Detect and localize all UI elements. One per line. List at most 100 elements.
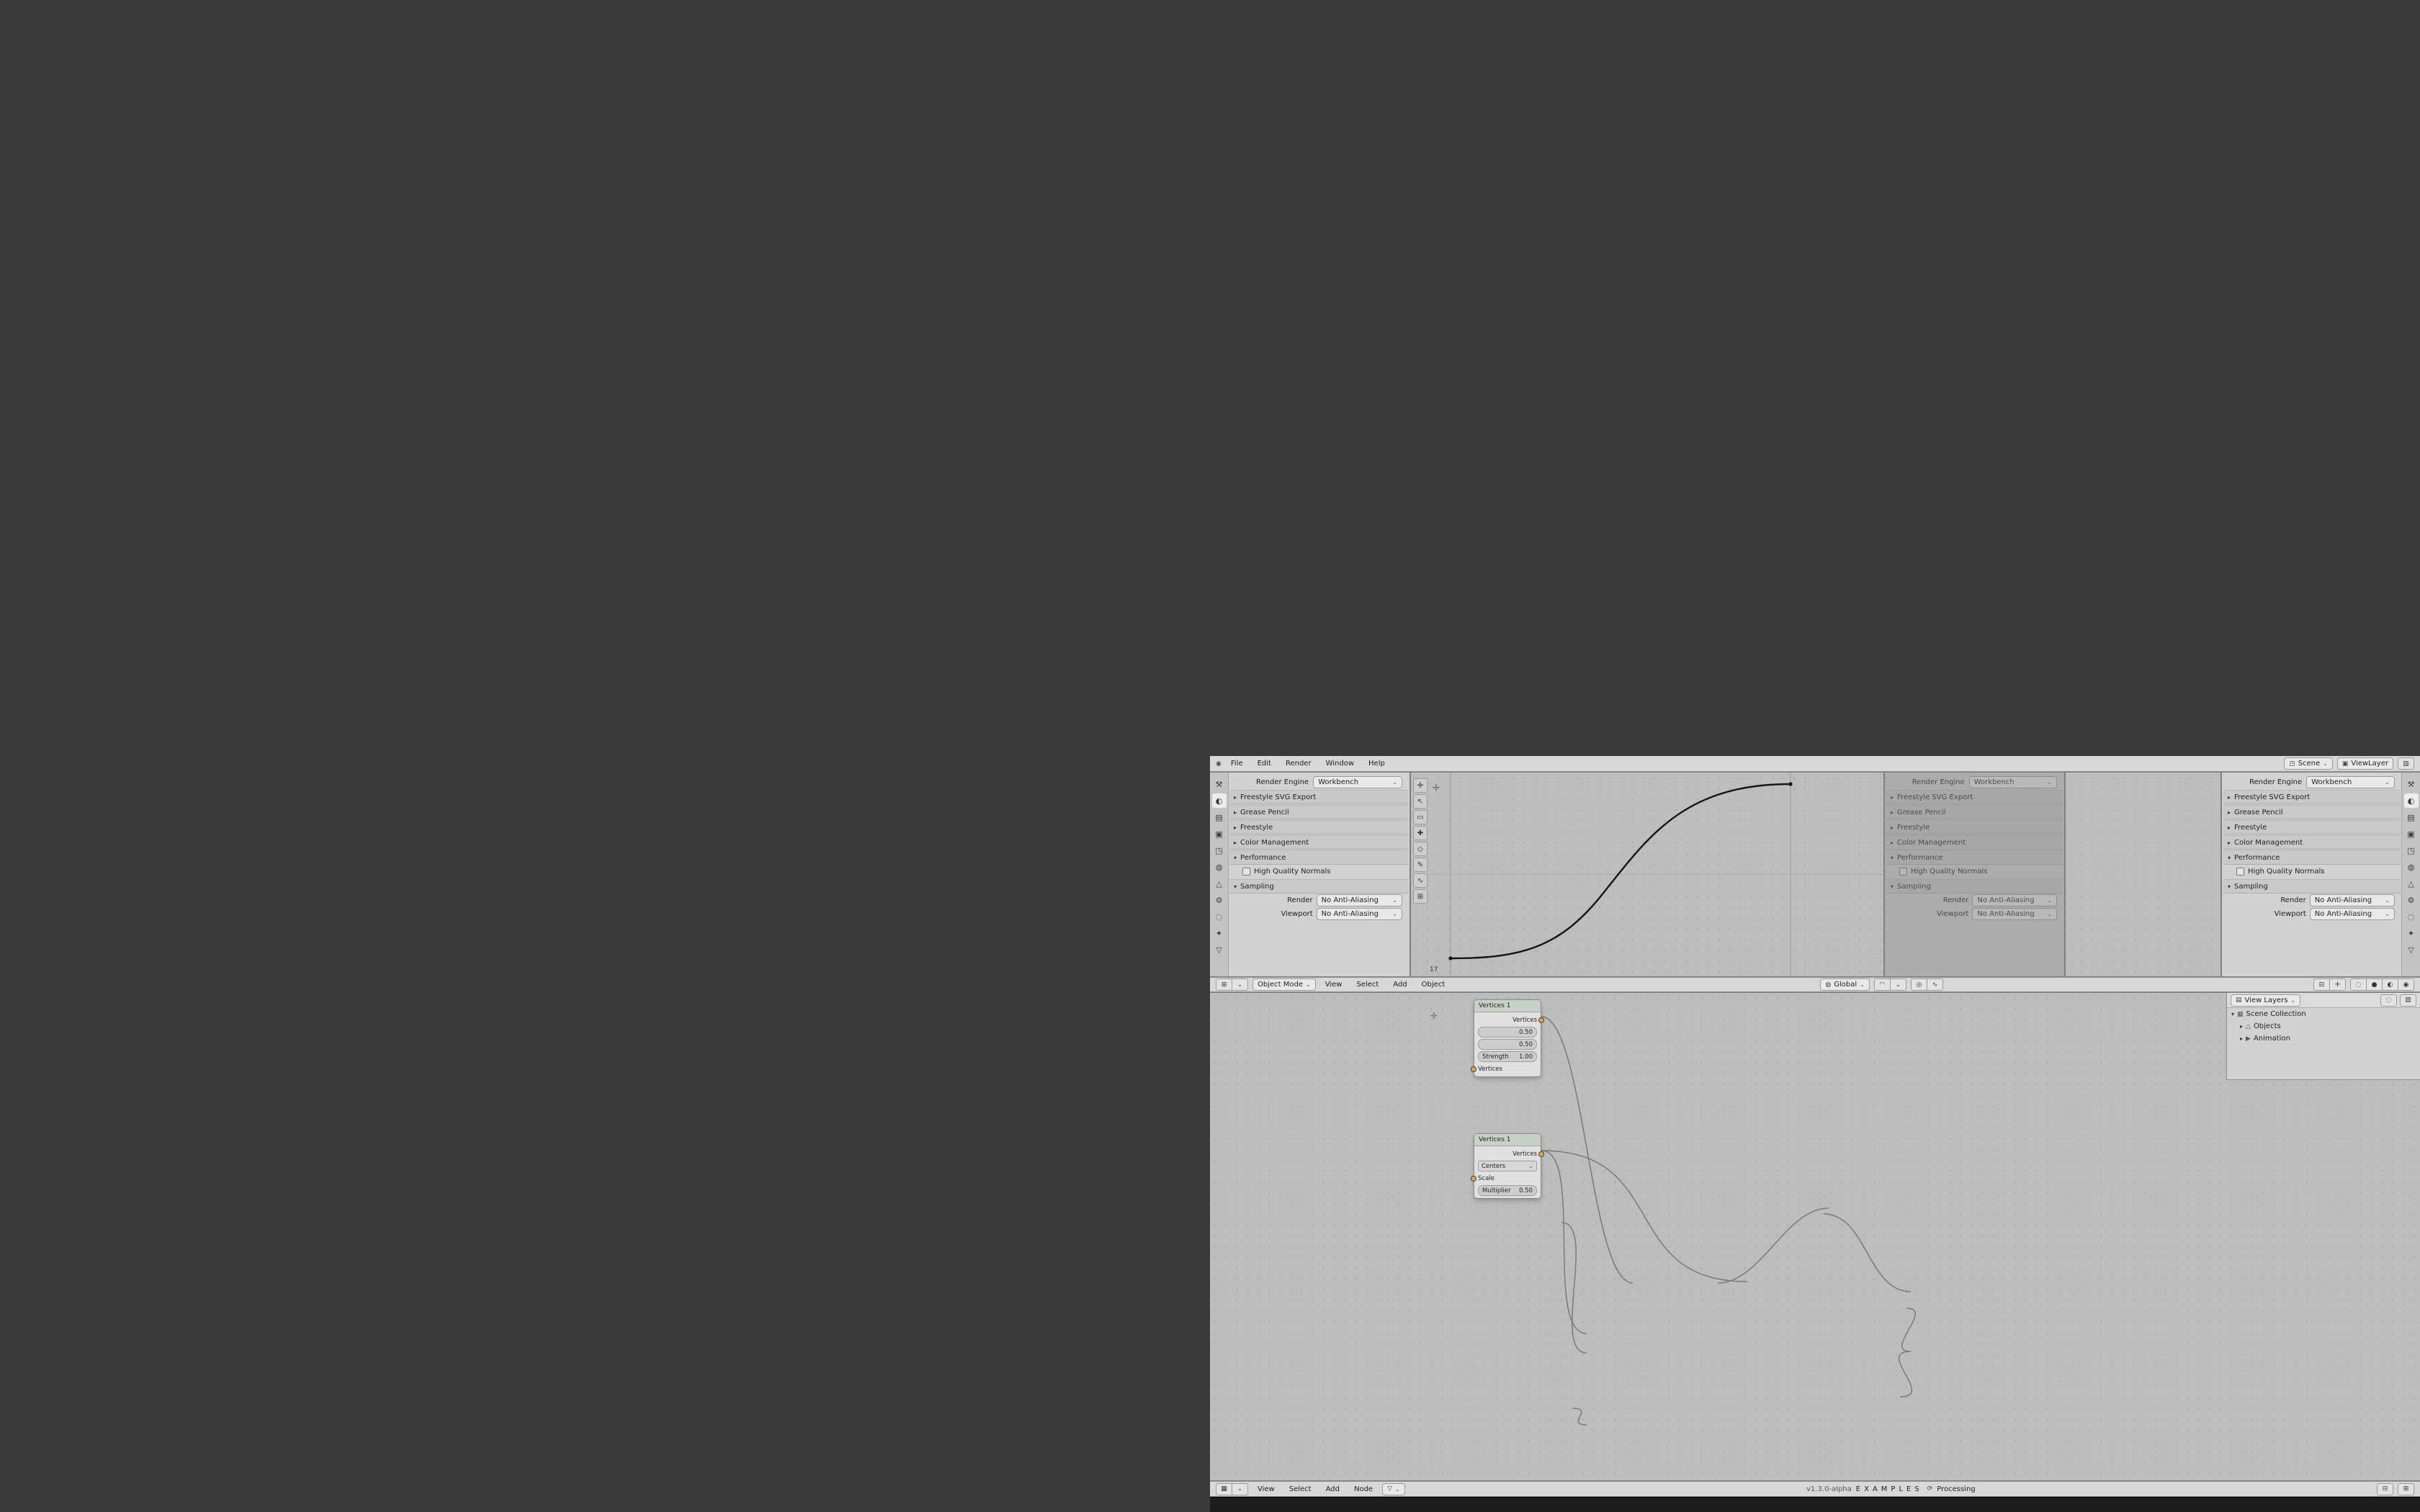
socket-output[interactable]: [1538, 1151, 1544, 1157]
cursor-tool-icon[interactable]: ✛: [1413, 778, 1428, 793]
menu-select[interactable]: Select: [1356, 981, 1379, 989]
socket-input[interactable]: [1471, 1066, 1476, 1072]
aa-dropdown[interactable]: No Anti-Aliasing⌄: [1316, 894, 1402, 906]
output-tab-icon[interactable]: ▤: [1215, 812, 1223, 822]
node-editor-icon[interactable]: ▦: [1216, 1482, 1232, 1495]
menu-add[interactable]: Add: [1325, 1485, 1340, 1493]
outliner-row[interactable]: ▸△Objects: [2227, 1020, 2420, 1032]
filter-icon[interactable]: ▥: [2398, 757, 2414, 770]
editor-type-switcher[interactable]: ▦ ⌄: [1216, 1482, 1248, 1495]
view-layer-selector[interactable]: ▣ ViewLayer: [2336, 757, 2393, 770]
empty-node-area[interactable]: [2066, 773, 2220, 976]
properties-section-sampling[interactable]: ▾Sampling: [2223, 879, 2401, 894]
menu-node[interactable]: Node: [1353, 1485, 1373, 1493]
menu-add[interactable]: Add: [1393, 981, 1407, 989]
physics-tab-icon[interactable]: ◌: [2407, 912, 2415, 922]
properties-section-performance[interactable]: ▾Performance: [1886, 850, 2063, 865]
tool-tab-icon[interactable]: ⚒: [2407, 779, 2415, 789]
node-header[interactable]: Vertices 1: [1474, 1134, 1541, 1146]
dropdown-field[interactable]: Centers⌄: [1478, 1161, 1537, 1171]
menu-file[interactable]: File: [1230, 760, 1243, 768]
object-tab-icon[interactable]: △: [1216, 878, 1222, 888]
aa-dropdown[interactable]: No Anti-Aliasing⌄: [2309, 908, 2395, 920]
material-shading-icon[interactable]: ◐: [2383, 978, 2398, 991]
blender-logo-icon[interactable]: ◉: [1216, 760, 1222, 768]
properties-section-collapsed[interactable]: ▸Grease Pencil: [2223, 805, 2401, 819]
shading-mode-switch[interactable]: ◌ ● ◐ ◉: [2350, 978, 2414, 991]
menu-select[interactable]: Select: [1289, 1485, 1312, 1493]
properties-section-collapsed[interactable]: ▸Freestyle: [1886, 820, 2063, 834]
measure-tool-icon[interactable]: ∿: [1413, 873, 1428, 888]
magnet-icon[interactable]: ◠: [1873, 978, 1891, 991]
workspace-label[interactable]: EXAMPLES: [1855, 1485, 1923, 1493]
socket-input[interactable]: [1471, 1175, 1476, 1182]
overlays-icon[interactable]: ⊟: [2313, 978, 2330, 991]
render-tab-icon[interactable]: ◐: [2403, 793, 2419, 808]
menu-edit[interactable]: Edit: [1257, 760, 1271, 768]
particles-tab-icon[interactable]: ✦: [1215, 928, 1223, 938]
properties-section-collapsed[interactable]: ▸Color Management: [2223, 835, 2401, 850]
grid-tool-icon[interactable]: ⊞: [1413, 889, 1428, 904]
render-tab-icon[interactable]: ◐: [1211, 793, 1227, 808]
modifier-tab-icon[interactable]: ⚙: [2407, 895, 2415, 905]
properties-section-performance[interactable]: ▾Performance: [2223, 850, 2401, 865]
solid-shading-icon[interactable]: ●: [2367, 978, 2383, 991]
data-tab-icon[interactable]: ▽: [1216, 945, 1222, 955]
transform-orientation-selector[interactable]: ◍ Global ⌄: [1820, 978, 1870, 991]
scale-tool-icon[interactable]: ◇: [1413, 842, 1428, 856]
viewport-gizmo-toggles[interactable]: ⊟ ✛: [2313, 978, 2346, 991]
properties-section-collapsed[interactable]: ▸Color Management: [1886, 835, 2063, 850]
properties-section-collapsed[interactable]: ▸Freestyle SVG Export: [2223, 790, 2401, 804]
properties-section-performance[interactable]: ▾Performance: [1229, 850, 1408, 865]
gizmo-icon[interactable]: ✛: [2330, 978, 2346, 991]
refresh-icon[interactable]: ⟳: [1927, 1485, 1933, 1493]
output-tab-icon[interactable]: ▤: [2407, 812, 2415, 822]
menu-help[interactable]: Help: [1368, 760, 1385, 768]
proportional-edit-controls[interactable]: ◎ ∿: [1910, 978, 1943, 991]
scene-selector[interactable]: ◳ Scene ⌄: [2284, 757, 2333, 770]
annotate-tool-icon[interactable]: ✎: [1413, 858, 1428, 872]
move-tool-icon[interactable]: ✚: [1413, 826, 1428, 840]
aa-dropdown[interactable]: No Anti-Aliasing⌄: [2309, 894, 2395, 906]
properties-section-collapsed[interactable]: ▸Freestyle: [2223, 820, 2401, 834]
proportional-edit-icon[interactable]: ◎: [1910, 978, 1927, 991]
scene-tab-icon[interactable]: ◳: [2407, 845, 2415, 855]
properties-section-sampling[interactable]: ▾Sampling: [1229, 879, 1408, 894]
properties-section-collapsed[interactable]: ▸Freestyle: [1229, 820, 1408, 834]
scene-tab-icon[interactable]: ◳: [1215, 845, 1223, 855]
tool-tab-icon[interactable]: ⚒: [1215, 779, 1223, 789]
checkbox-icon[interactable]: [1899, 868, 1907, 876]
view-layer-tab-icon[interactable]: ▣: [1215, 829, 1223, 839]
object-tab-icon[interactable]: △: [2408, 878, 2414, 888]
modifier-tab-icon[interactable]: ⚙: [1215, 895, 1223, 905]
outliner-display-mode[interactable]: ▤ View Layers ⌄: [2231, 994, 2301, 1007]
select-tool-icon[interactable]: ↖: [1413, 794, 1428, 809]
curve-editor-area[interactable]: ✛↖▭✚◇✎∿⊞ ✛ 17: [1411, 773, 1883, 976]
render-engine-dropdown[interactable]: Workbench⌄: [1313, 776, 1402, 788]
node-tree-selector[interactable]: ▽ ⌄: [1382, 1482, 1405, 1495]
world-tab-icon[interactable]: ◍: [2407, 862, 2415, 872]
menu-window[interactable]: Window: [1325, 760, 1355, 768]
aa-dropdown[interactable]: No Anti-Aliasing⌄: [1316, 908, 1402, 920]
view-layer-tab-icon[interactable]: ▣: [2407, 829, 2415, 839]
node-header[interactable]: Vertices 1: [1474, 1000, 1541, 1012]
rendered-shading-icon[interactable]: ◉: [2398, 978, 2414, 991]
particles-tab-icon[interactable]: ✦: [2407, 928, 2415, 938]
render-engine-dropdown[interactable]: Workbench⌄: [2306, 776, 2395, 788]
menu-object[interactable]: Object: [1421, 981, 1446, 989]
falloff-curve[interactable]: [1450, 783, 1791, 960]
outliner-row[interactable]: ▾▦Scene Collection: [2227, 1008, 2420, 1020]
properties-section-collapsed[interactable]: ▸Grease Pencil: [1229, 805, 1408, 819]
properties-section-collapsed[interactable]: ▸Freestyle SVG Export: [1886, 790, 2063, 804]
properties-section-collapsed[interactable]: ▸Color Management: [1229, 835, 1408, 850]
editor-type-icon[interactable]: ⊞: [1216, 978, 1232, 991]
checkbox-icon[interactable]: [1242, 868, 1250, 876]
properties-section-collapsed[interactable]: ▸Grease Pencil: [1886, 805, 2063, 819]
render-engine-dropdown[interactable]: Workbench⌄: [1968, 776, 2057, 788]
properties-section-sampling[interactable]: ▾Sampling: [1886, 879, 2063, 894]
grid-icon[interactable]: ⊞: [2398, 1482, 2415, 1495]
data-tab-icon[interactable]: ▽: [2408, 945, 2414, 955]
